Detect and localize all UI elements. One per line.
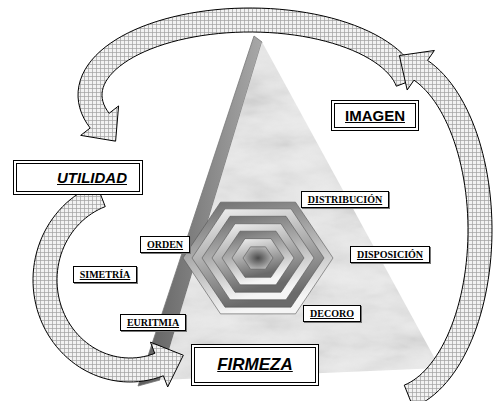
quality-box: DISTRIBUCIÓN [301,191,389,208]
hexagon-ring [212,224,304,293]
hexagon-ring [202,216,314,299]
quality-label: ORDEN [147,239,183,250]
principle-label: FIRMEZA [217,355,293,375]
quality-label: DISPOSICIÓN [357,249,423,260]
nested-hexagon [183,202,333,314]
hexagon-ring [232,239,284,278]
quality-box: SIMETRÍA [73,266,138,283]
hexagon-ring [192,209,324,307]
principle-box: FIRMEZA [191,344,319,386]
quality-label: DISTRIBUCIÓN [308,194,382,205]
quality-label: EURITMIA [127,317,179,328]
principle-box: IMAGEN [331,100,419,131]
quality-box: ORDEN [140,236,190,253]
cycle-arrow [33,184,183,387]
quality-box: DISPOSICIÓN [350,246,430,263]
principle-box: UTILIDAD [13,160,143,195]
quality-label: DECORO [310,308,354,319]
hexagon-ring [243,247,273,269]
quality-box: DECORO [303,305,361,322]
hexagon-ring [222,231,294,285]
principle-label: UTILIDAD [57,169,127,186]
hexagon-ring [183,202,333,314]
marble-triangle [160,42,440,380]
quality-box: EURITMIA [120,314,186,331]
quality-label: SIMETRÍA [80,269,131,280]
cycle-arrow [78,8,419,141]
cycle-arrows [33,8,492,401]
marble-veins [160,42,440,380]
principle-label: IMAGEN [345,107,405,124]
